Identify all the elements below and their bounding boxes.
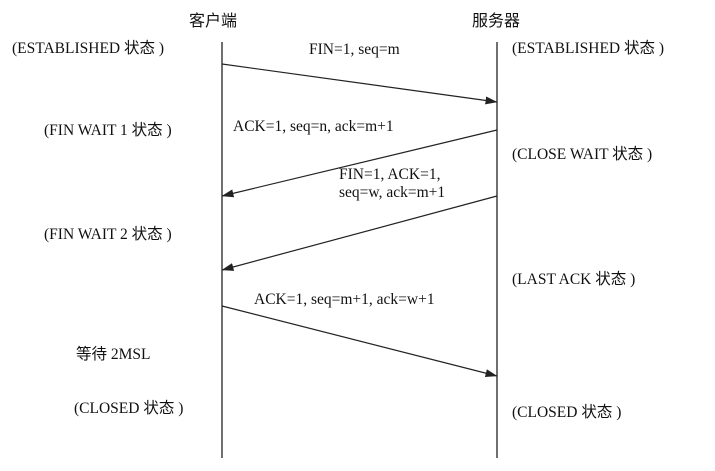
final-ack-label: ACK=1, seq=m+1, ack=w+1 [254, 291, 435, 308]
ack-arrow [221, 129, 498, 198]
fin-label: FIN=1, seq=m [309, 41, 400, 58]
ack-label: ACK=1, seq=n, ack=m+1 [233, 118, 394, 135]
server-header: 服务器 [472, 13, 521, 30]
server-state-close-wait: (CLOSE WAIT 状态 ) [512, 146, 653, 163]
client-header: 客户端 [189, 13, 238, 30]
client-state-closed: (CLOSED 状态 ) [74, 400, 184, 417]
final-ack-arrow [221, 305, 498, 378]
client-state-established: (ESTABLISHED 状态 ) [12, 40, 165, 57]
server-state-established: (ESTABLISHED 状态 ) [512, 40, 665, 57]
fin-ack-arrow [221, 195, 498, 271]
server-state-last-ack: (LAST ACK 状态 ) [512, 271, 636, 288]
client-state-fin-wait-1: (FIN WAIT 1 状态 ) [44, 122, 172, 139]
client-wait-2msl: 等待 2MSL [76, 346, 151, 363]
client-state-fin-wait-2: (FIN WAIT 2 状态 ) [44, 226, 172, 243]
server-state-closed: (CLOSED 状态 ) [512, 404, 622, 421]
fin-ack-label-line1: FIN=1, ACK=1, [339, 166, 441, 183]
fin-ack-label-line2: seq=w, ack=m+1 [339, 184, 446, 201]
fin-arrow [221, 63, 498, 105]
